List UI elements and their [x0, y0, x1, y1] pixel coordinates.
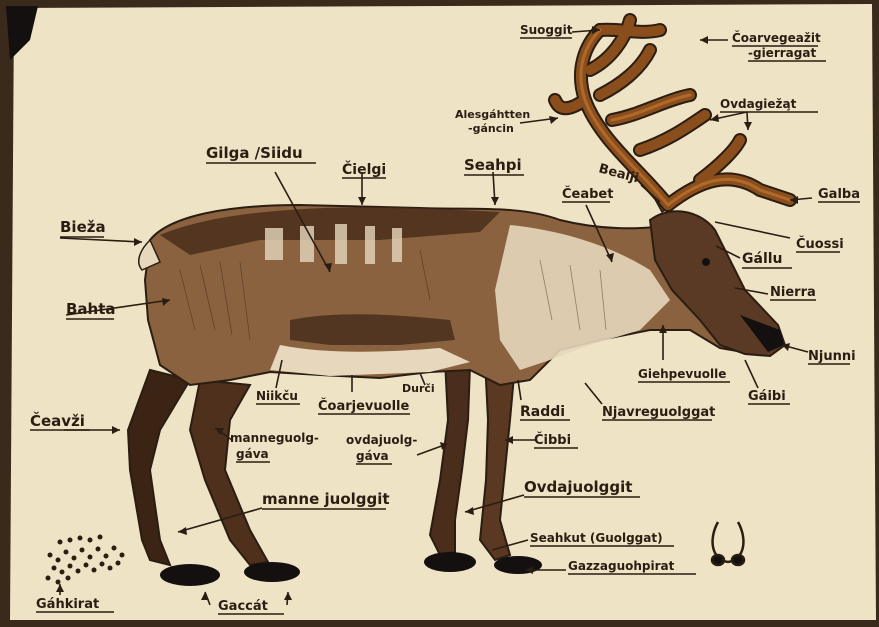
label-ovdaguolga-line1: ovdajuolg-: [346, 433, 417, 447]
label-gancin: -gáncin: [468, 122, 514, 135]
label-gaccat: Gaccát: [218, 599, 268, 614]
label-cuossi: Čuossi: [796, 236, 844, 252]
label-ovdajuolggit: Ovdajuolggit: [524, 478, 632, 496]
label-seahkut: Seahkut (Guolggat): [530, 531, 663, 545]
label-coarjevuolle: Čoarjevuolle: [318, 398, 410, 414]
label-gilga: Gilga /Siidu: [206, 144, 303, 162]
label-ceavzi: Čeavži: [30, 411, 85, 430]
label-nierra: Nierra: [770, 285, 816, 300]
label-manneguolga-line1: manneguolg-: [230, 431, 319, 445]
label-giehpevuolle: Giehpevuolle: [638, 367, 726, 381]
label-cibbi: Čibbi: [534, 432, 571, 448]
label-biza: Bieža: [60, 218, 106, 236]
label-alesgahtten: Alesgáhtten: [455, 108, 530, 121]
label-durci: Durči: [402, 382, 435, 395]
label-gazzaguohpirat: Gazzaguohpirat: [568, 559, 675, 573]
label-galba: Galba: [818, 187, 860, 202]
label-seahpi: Seahpi: [464, 156, 522, 174]
label-raddi: Raddi: [520, 404, 565, 420]
label-cebet: Čeabet: [562, 186, 613, 202]
label-niikcu: Niikču: [256, 389, 298, 403]
label-ovdaguolga-line2: gáva: [356, 449, 389, 463]
label-gaibi: Gáibi: [748, 389, 786, 404]
label-gahkirat: Gáhkirat: [36, 597, 99, 612]
label-njunni: Njunni: [808, 349, 856, 364]
label-bahta: Bahta: [66, 300, 116, 318]
label-ovdagiezat: Ovdagieža̧t: [720, 97, 797, 111]
label-manneguolga-line2: gáva: [236, 447, 269, 461]
label-manne-juolggit: manne juolggit: [262, 490, 390, 508]
label-gallu: Gállu: [742, 251, 783, 267]
label-suoggit: Suoggit: [520, 23, 573, 37]
label-gierragat: -gierragat: [748, 46, 816, 60]
label-coarvegeazit: Čoarvegeažit: [732, 30, 821, 45]
label-cielgi: Čielgi: [342, 160, 386, 178]
label-njavreguolggat: Njavreguolggat: [602, 405, 715, 420]
